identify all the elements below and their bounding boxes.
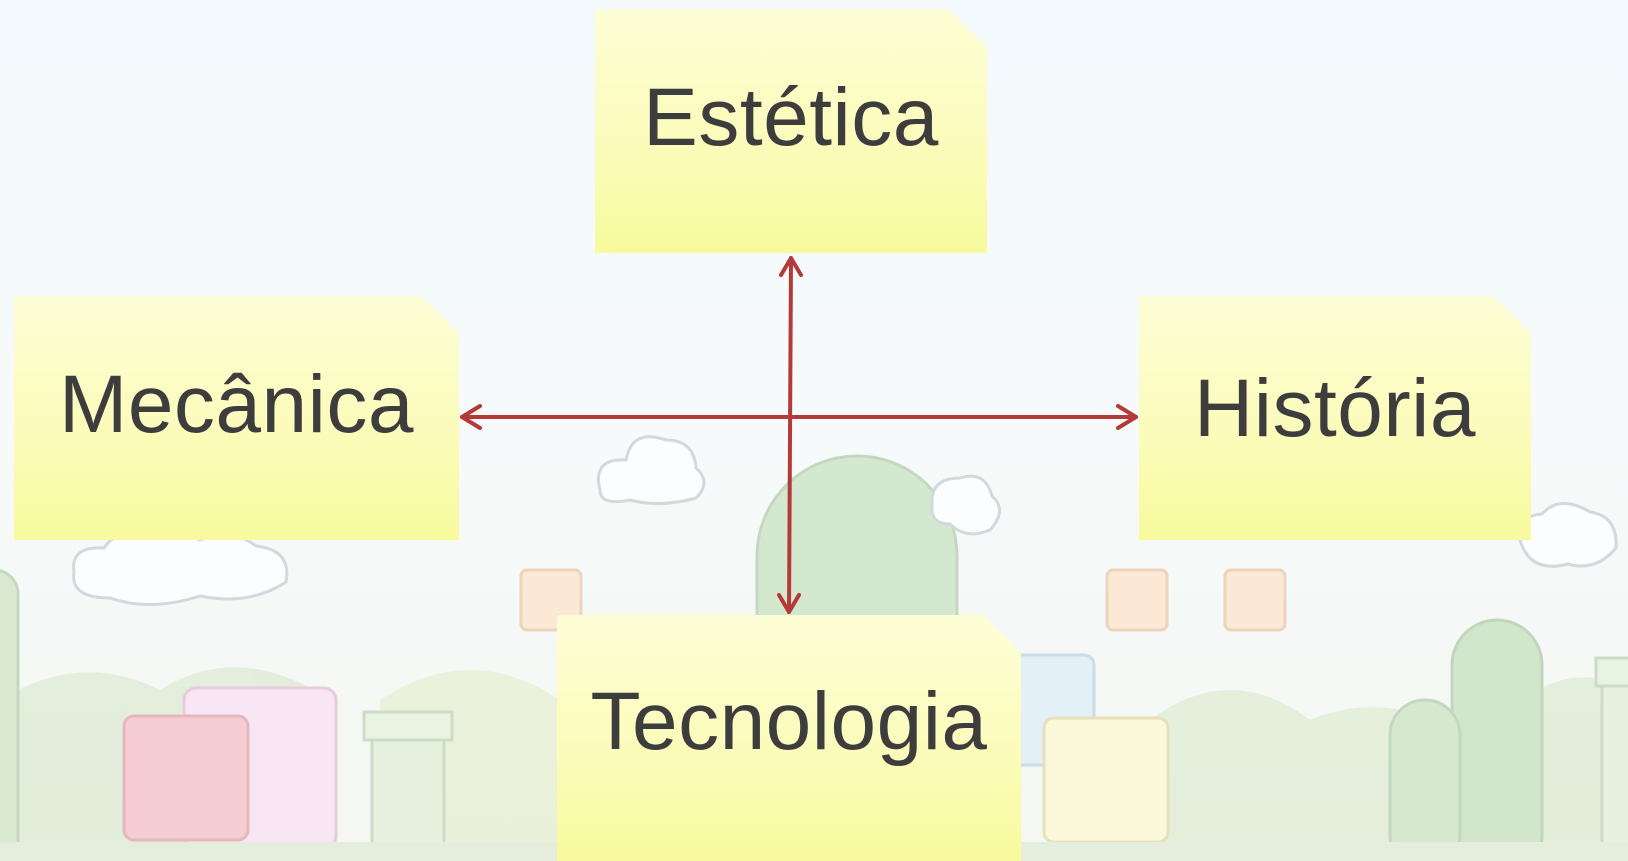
- node-estetica: Estética: [595, 9, 987, 253]
- background-hill: [1150, 690, 1460, 861]
- red-block: [122, 714, 250, 842]
- cloud: [72, 529, 289, 606]
- node-label: Mecânica: [59, 359, 414, 450]
- node-historia: História: [1139, 296, 1531, 540]
- pipe-rim: [1594, 656, 1628, 688]
- green-pillar: [0, 569, 20, 861]
- pipe-body: [370, 733, 446, 861]
- cloud: [1517, 502, 1618, 568]
- node-mecanica: Mecânica: [14, 296, 459, 540]
- cloud: [597, 435, 706, 506]
- green-pillar: [1388, 698, 1462, 861]
- node-label: Tecnologia: [590, 676, 988, 767]
- node-tecnologia: Tecnologia: [557, 615, 1021, 861]
- pipe-rim: [362, 710, 454, 742]
- node-label: Estética: [643, 72, 939, 163]
- question-block: [1105, 568, 1169, 632]
- node-label: História: [1194, 363, 1476, 454]
- question-block: [1223, 568, 1287, 632]
- green-pillar: [1450, 618, 1544, 861]
- pipe-body: [1600, 683, 1628, 861]
- cloud: [930, 474, 1001, 536]
- yellow-block: [1042, 716, 1170, 844]
